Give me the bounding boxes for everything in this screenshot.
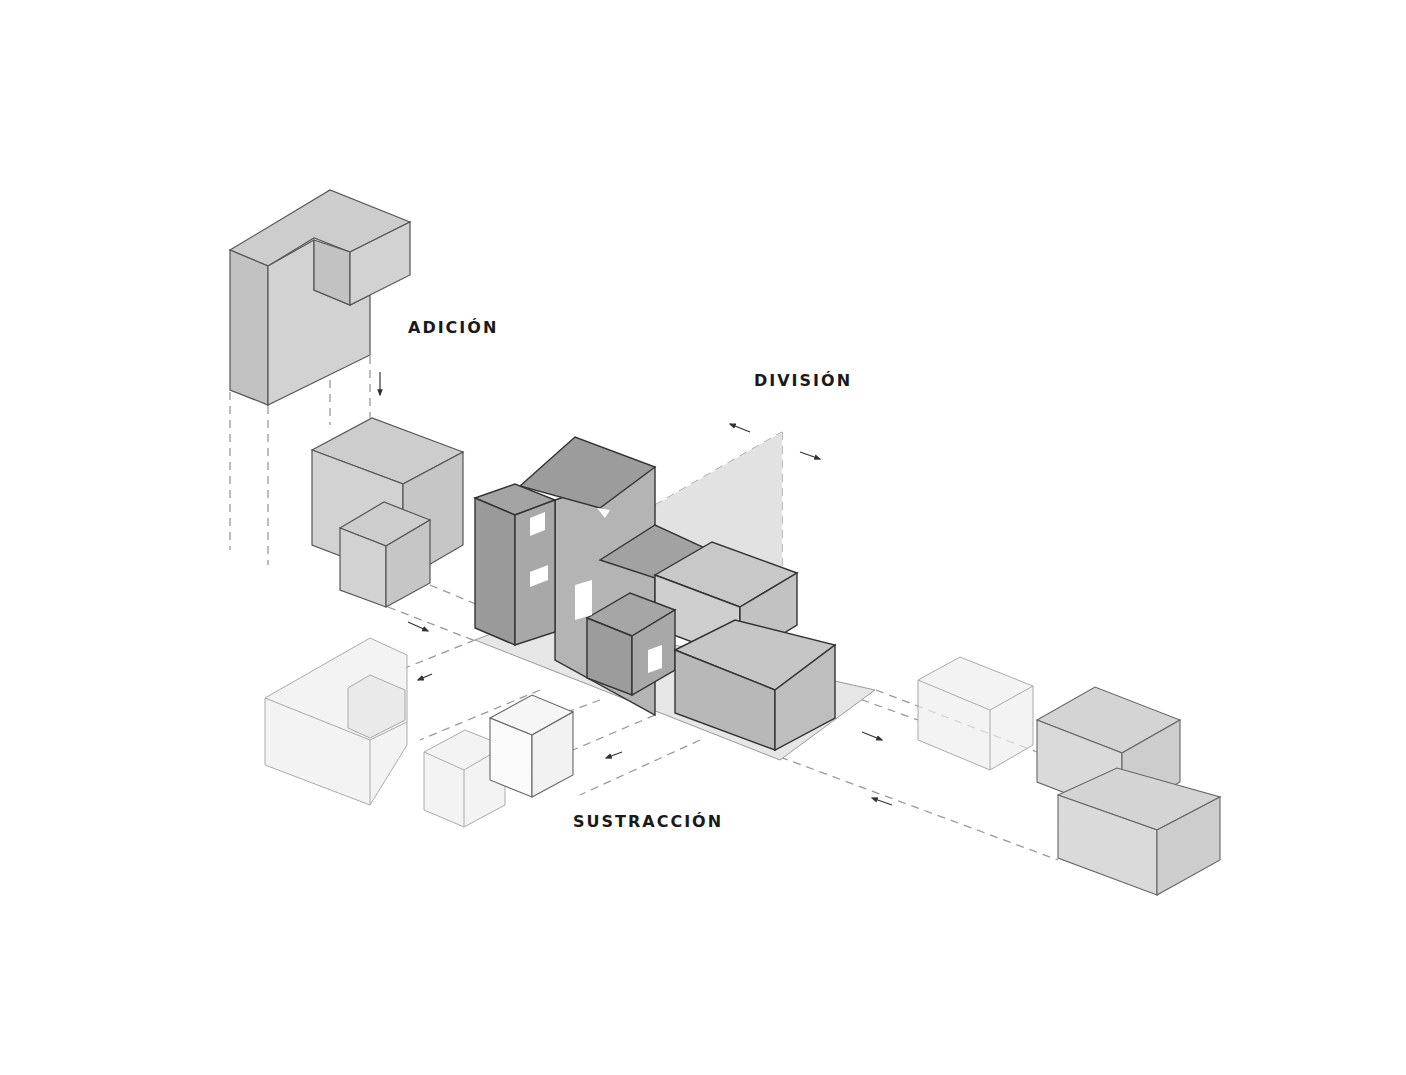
operation-label: SUSTRACCIÓN bbox=[571, 812, 725, 831]
operation-label-text: ADICIÓN bbox=[406, 318, 500, 337]
operation-label-text: SUSTRACCIÓN bbox=[571, 812, 725, 831]
operation-label-text: DIVISIÓN bbox=[752, 371, 854, 390]
operation-label: ADICIÓN bbox=[406, 318, 500, 337]
operation-label: DIVISIÓN bbox=[752, 371, 854, 390]
